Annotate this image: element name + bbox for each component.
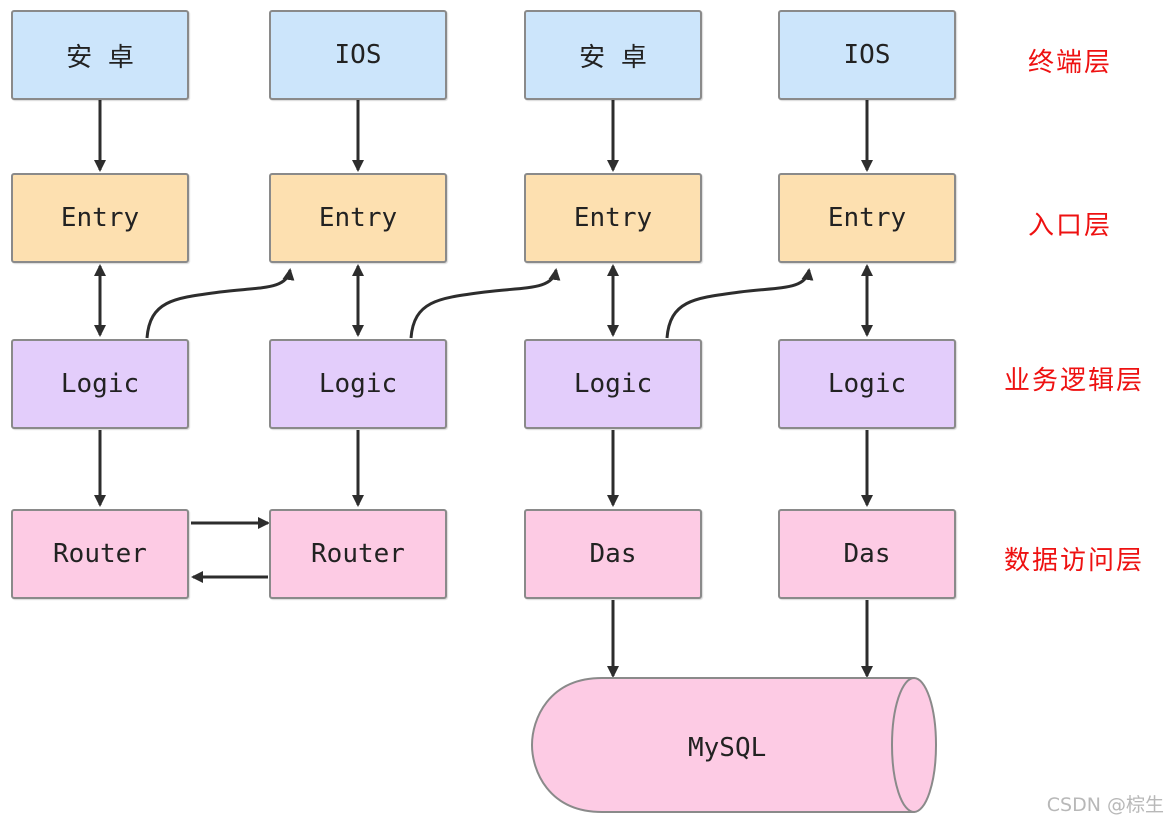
entry-node-3: Entry	[524, 173, 702, 263]
node-label: 安 卓	[579, 42, 647, 73]
node-label: Entry	[60, 203, 140, 233]
logic-node-3: Logic	[524, 339, 702, 429]
node-label: Logic	[318, 369, 398, 399]
entry-node-2: Entry	[269, 173, 447, 263]
curve-logic1-entry2	[145, 268, 295, 339]
node-label: Entry	[573, 203, 653, 233]
mysql-cylinder	[530, 677, 937, 813]
node-label: Logic	[60, 369, 140, 399]
layer-label-terminal: 终端层	[1028, 48, 1113, 78]
curve-logic2-entry3	[409, 268, 561, 339]
logic-node-1: Logic	[11, 339, 189, 429]
terminal-node-ios-2: IOS	[778, 10, 956, 100]
terminal-node-ios-1: IOS	[269, 10, 447, 100]
layer-label-entry: 入口层	[1028, 211, 1113, 241]
node-label: Logic	[573, 369, 653, 399]
terminal-node-android-1: 安 卓	[11, 10, 189, 100]
logic-node-2: Logic	[269, 339, 447, 429]
layer-label-data: 数据访问层	[1004, 546, 1145, 576]
das-node-1: Das	[524, 509, 702, 599]
router-node-1: Router	[11, 509, 189, 599]
entry-node-4: Entry	[778, 173, 956, 263]
node-label: Logic	[827, 369, 907, 399]
node-label: Das	[843, 539, 891, 569]
mysql-label: MySQL	[688, 733, 767, 763]
entry-node-1: Entry	[11, 173, 189, 263]
node-label: IOS	[334, 40, 382, 70]
node-label: Router	[53, 539, 147, 569]
router-node-2: Router	[269, 509, 447, 599]
logic-node-4: Logic	[778, 339, 956, 429]
node-label: Entry	[318, 203, 398, 233]
node-label: 安 卓	[66, 42, 134, 73]
node-label: Entry	[827, 203, 907, 233]
layer-label-logic: 业务逻辑层	[1004, 366, 1145, 396]
watermark: CSDN @棕生	[1046, 794, 1164, 816]
node-label: IOS	[843, 40, 891, 70]
terminal-node-android-2: 安 卓	[524, 10, 702, 100]
curve-logic3-entry4	[665, 268, 814, 339]
node-label: Router	[311, 539, 405, 569]
node-label: Das	[589, 539, 637, 569]
das-node-2: Das	[778, 509, 956, 599]
